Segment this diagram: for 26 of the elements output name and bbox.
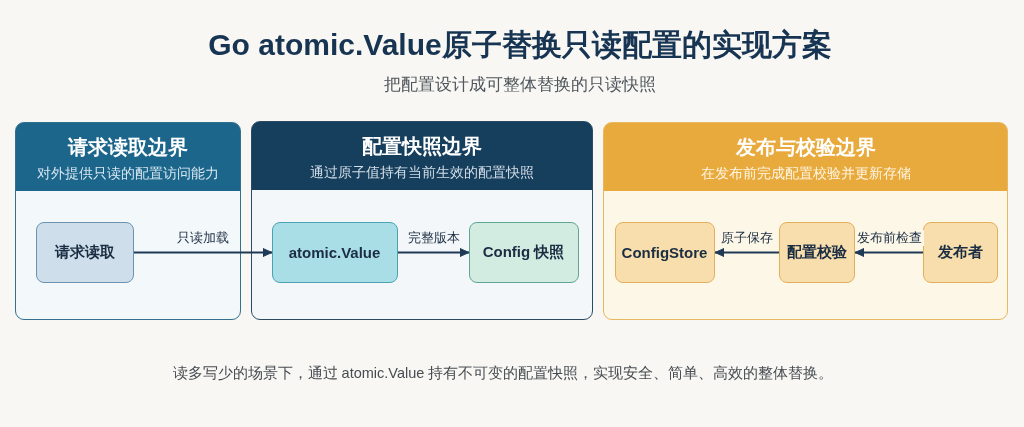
process-box: 请求读取 bbox=[35, 221, 134, 283]
process-box: ConfigStore bbox=[614, 221, 715, 283]
arrow bbox=[133, 248, 273, 257]
panel-heading: 发布与校验边界 bbox=[734, 135, 877, 160]
subtitle: 把配置设计成可整体替换的只读快照 bbox=[383, 74, 657, 96]
edge-label: 完整版本 bbox=[405, 230, 462, 246]
process-box: Config 快照 bbox=[468, 221, 579, 283]
panel-heading: 请求读取边界 bbox=[66, 135, 189, 160]
title: Go atomic.Value原子替换只读配置的实现方案 bbox=[207, 27, 833, 63]
panel-heading: 配置快照边界 bbox=[361, 134, 483, 159]
boundary-panel bbox=[603, 122, 1008, 320]
edge-label: 发布前检查 bbox=[854, 230, 924, 246]
arrow bbox=[397, 248, 470, 257]
boundary-panel bbox=[251, 121, 593, 320]
caption: 读多写少的场景下，通过 atomic.Value 持有不可变的配置快照，实现安全、简单、高效的整体替换。 bbox=[171, 364, 835, 383]
process-box: 配置校验 bbox=[778, 221, 855, 283]
panel-description: 在发布前完成配置校验并更新存储 bbox=[699, 165, 912, 183]
arrow bbox=[714, 248, 780, 257]
panel-description: 对外提供只读的配置访问能力 bbox=[36, 165, 220, 183]
process-box: 发布者 bbox=[922, 221, 998, 283]
edge-label: 原子保存 bbox=[719, 230, 775, 246]
process-box: atomic.Value bbox=[271, 221, 398, 283]
panel-description: 通过原子值持有当前生效的配置快照 bbox=[309, 164, 535, 182]
arrow bbox=[854, 248, 924, 257]
edge-label: 只读加载 bbox=[175, 230, 231, 246]
boundary-panel bbox=[15, 122, 241, 320]
